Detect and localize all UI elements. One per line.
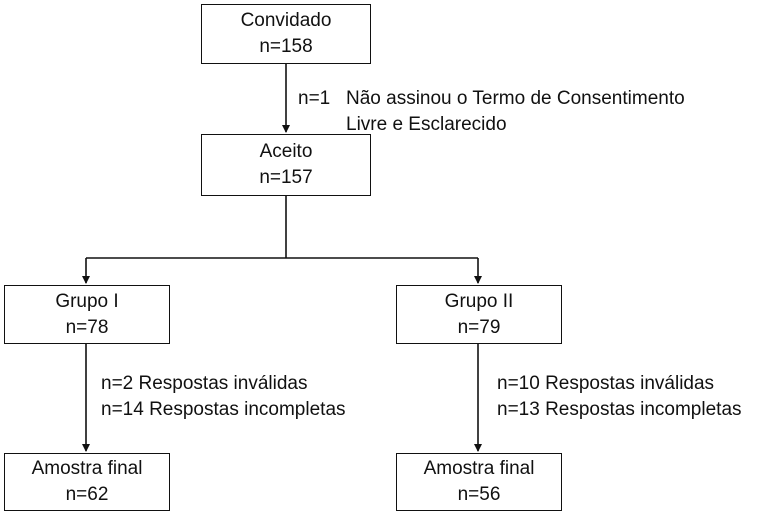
exclusion-consent: n=1 Não assinou o Termo de Consentimento…	[298, 86, 685, 138]
node-group2-label: Grupo II	[444, 290, 514, 312]
exclusion-group1-incomplete: n=14 Respostas incompletas	[101, 399, 346, 420]
node-group1-count: n=78	[65, 316, 109, 338]
exclusion-consent-text-line1: Não assinou o Termo de Consentimento	[346, 88, 685, 109]
exclusion-consent-count: n=1	[298, 88, 331, 109]
exclusion-group1-invalid: n=2 Respostas inválidas	[101, 373, 308, 394]
node-group2: Grupo II n=79	[396, 285, 562, 344]
node-final2: Amostra final n=56	[396, 453, 562, 511]
node-accepted-count: n=157	[259, 167, 313, 188]
node-final2-label: Amostra final	[423, 458, 535, 479]
node-final1: Amostra final n=62	[4, 453, 170, 511]
node-invited-count: n=158	[259, 36, 313, 57]
node-group2-count: n=79	[457, 316, 501, 338]
node-invited-label: Convidado	[240, 10, 332, 31]
node-accepted-label: Aceito	[259, 141, 313, 162]
exclusion-group2: n=10 Respostas inválidas n=13 Respostas …	[497, 371, 742, 423]
exclusion-group2-invalid: n=10 Respostas inválidas	[497, 373, 715, 394]
node-group1: Grupo I n=78	[4, 285, 170, 344]
node-invited: Convidado n=158	[201, 4, 371, 64]
node-final2-count: n=56	[457, 484, 501, 505]
node-accepted: Aceito n=157	[201, 134, 371, 196]
exclusion-group2-incomplete: n=13 Respostas incompletas	[497, 399, 742, 420]
node-group1-label: Grupo I	[55, 290, 119, 312]
exclusion-consent-text-line2: Livre e Esclarecido	[346, 114, 507, 135]
node-final1-label: Amostra final	[31, 458, 143, 479]
node-final1-count: n=62	[65, 484, 109, 505]
exclusion-group1: n=2 Respostas inválidas n=14 Respostas i…	[101, 371, 346, 423]
